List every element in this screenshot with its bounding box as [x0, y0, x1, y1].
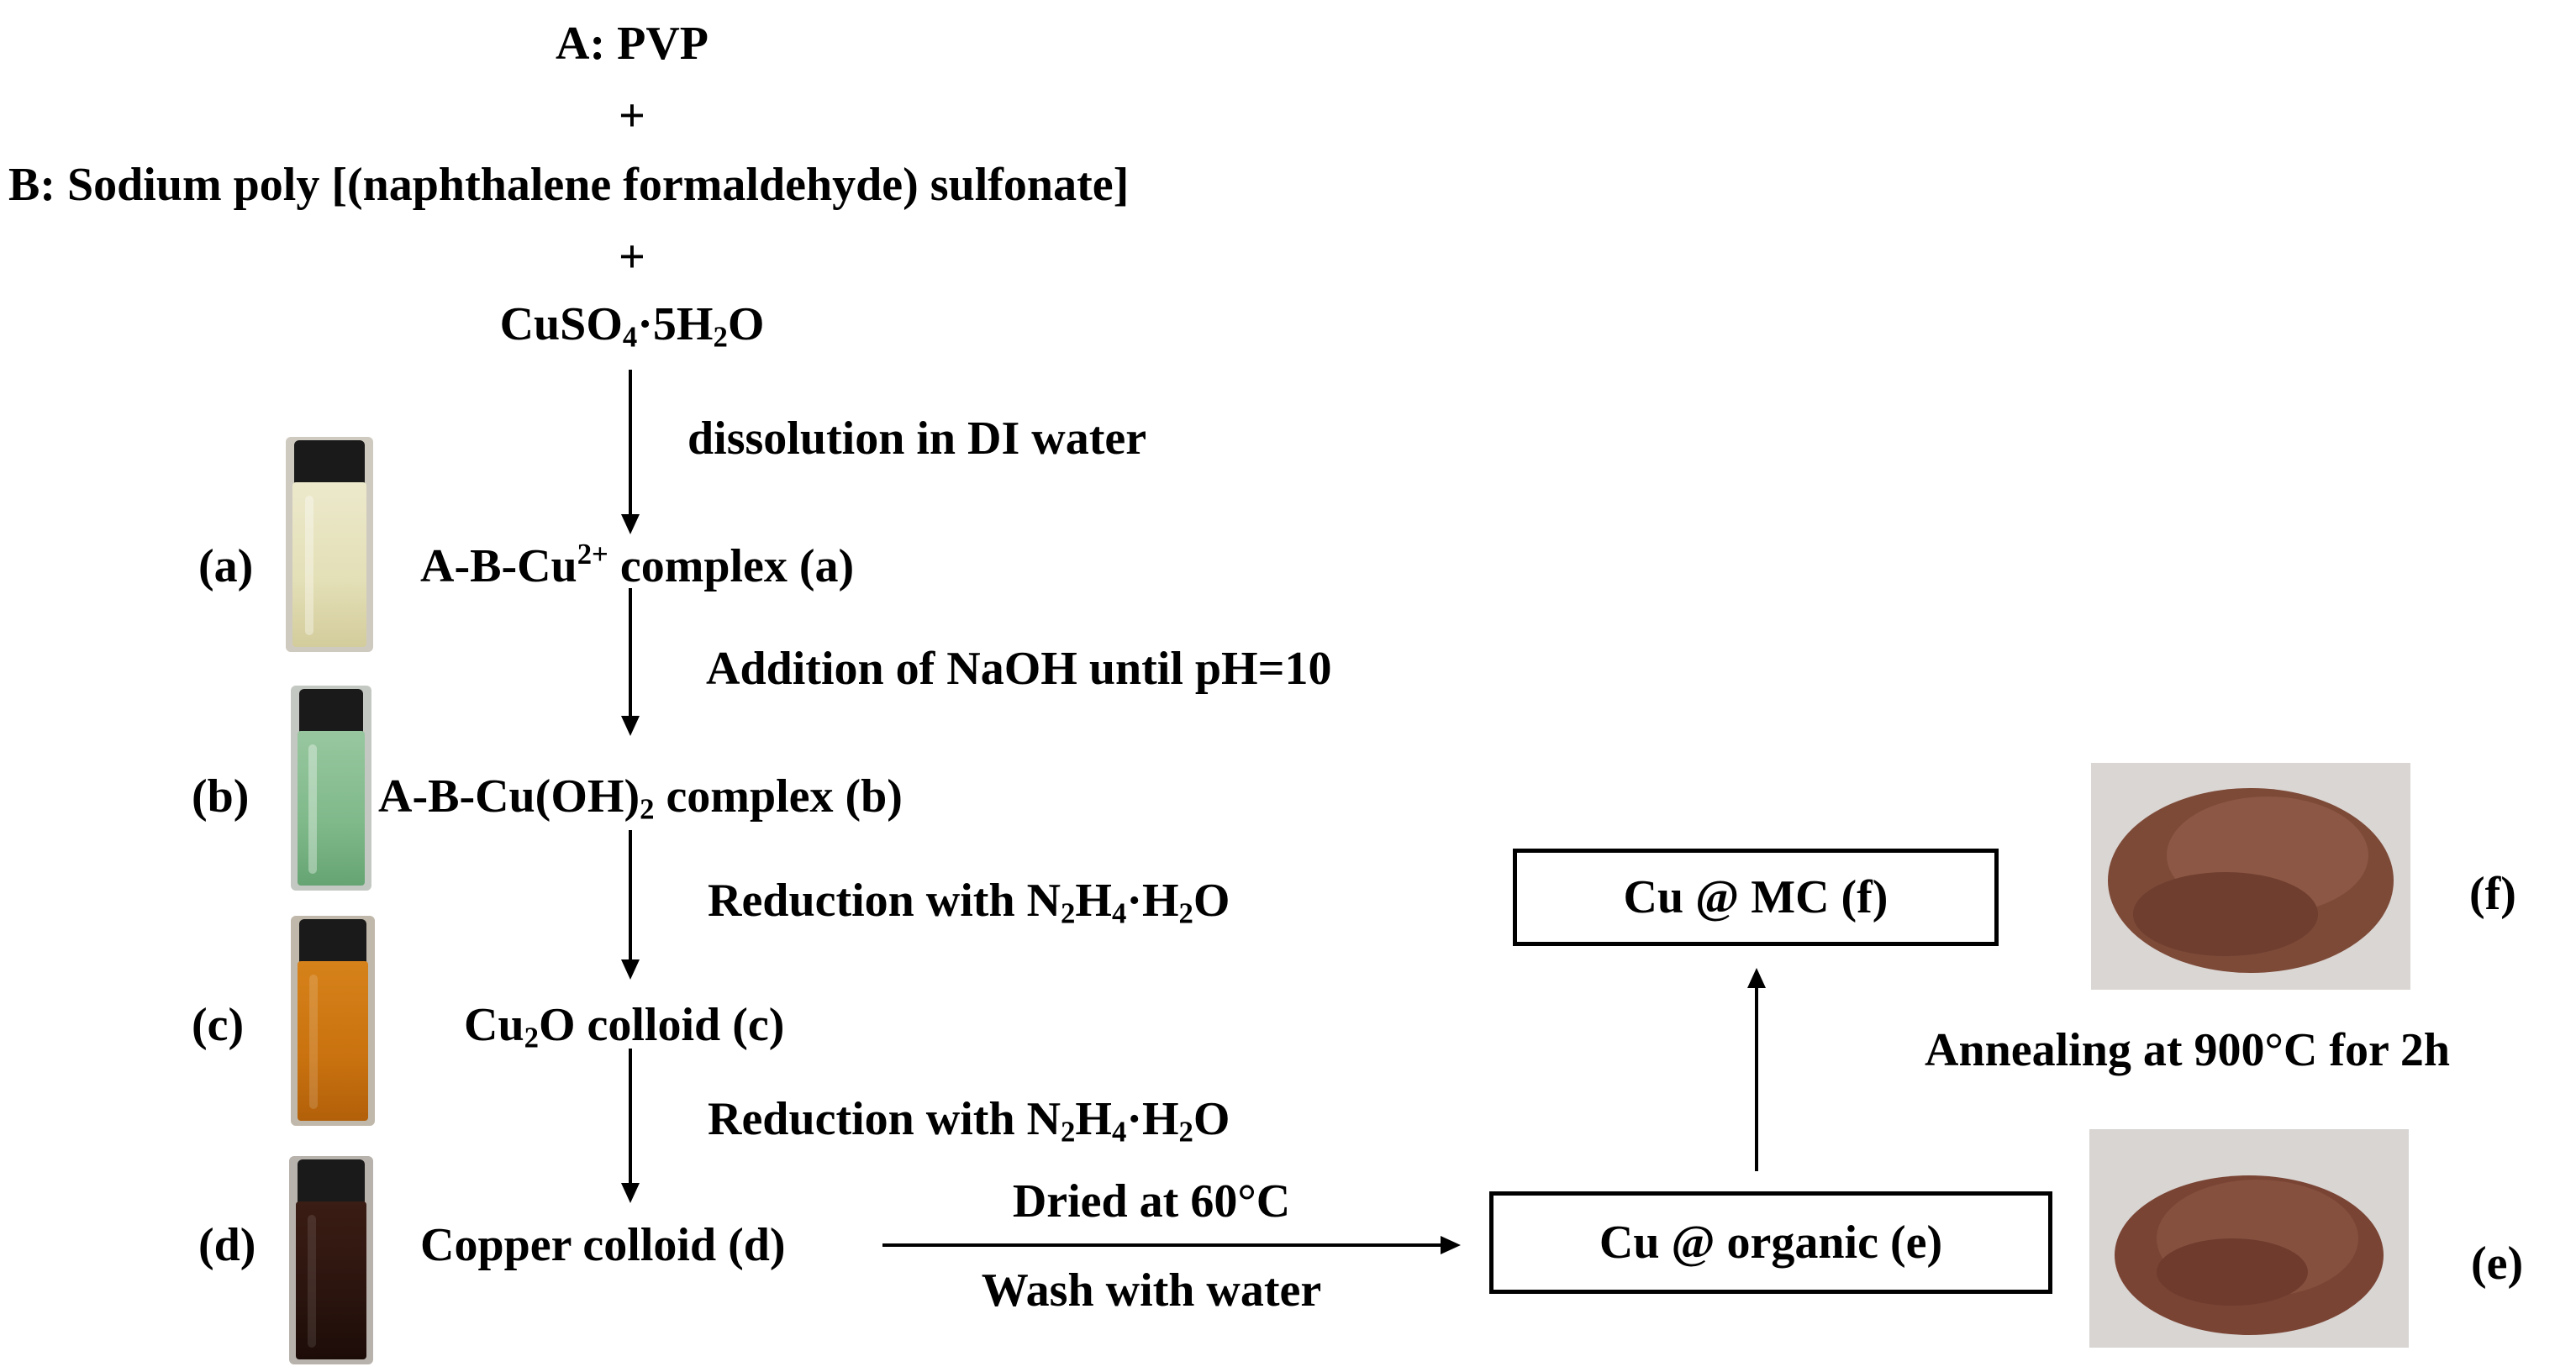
- step-reduction-2: Reduction with N2H4·H2O: [708, 1093, 1230, 1147]
- arrow-dissolution: [621, 370, 640, 534]
- formula-subscript: 2: [640, 792, 655, 826]
- formula-superscript: 2+: [577, 538, 608, 571]
- vial-liquid: [292, 482, 366, 647]
- intermediate-c-colloid: Cu2O colloid (c): [464, 999, 785, 1053]
- powder-pile-e: [2115, 1175, 2384, 1335]
- formula-part: O: [1193, 875, 1230, 927]
- formula-part: O: [1193, 1093, 1230, 1145]
- vial-photo-b: [291, 686, 371, 891]
- formula-part: O colloid (c): [538, 999, 785, 1051]
- formula-part: Cu: [464, 999, 524, 1051]
- formula-part: CuSO: [499, 298, 623, 350]
- step-annealing: Annealing at 900°C for 2h: [1925, 1024, 2450, 1076]
- formula-subscript: 2: [713, 320, 728, 354]
- vial-shine: [304, 496, 314, 635]
- vial-cap: [299, 919, 366, 963]
- formula-part: ·5H: [637, 298, 714, 350]
- arrow-reduction-1: [621, 830, 640, 980]
- vial-cap: [294, 440, 365, 484]
- formula-part: A-B-Cu(OH): [378, 770, 640, 823]
- product-f-label: Cu @ MC (f): [1623, 871, 1889, 923]
- formula-subscript: 2: [1061, 896, 1076, 930]
- formula-subscript: 4: [622, 320, 638, 354]
- powder-photo-f: [2091, 763, 2410, 990]
- vial-liquid: [297, 731, 366, 886]
- formula-subscript: 2: [524, 1021, 539, 1054]
- formula-part: complex (a): [608, 540, 855, 592]
- step-naoh: Addition of NaOH until pH=10: [706, 643, 1332, 695]
- vial-shine: [308, 744, 317, 874]
- arrow-naoh: [621, 588, 640, 736]
- formula-part: ·H: [1126, 1093, 1179, 1145]
- arrow-reduction-2: [621, 1049, 640, 1203]
- plus-sign: +: [619, 231, 645, 283]
- vial-cap: [298, 1159, 365, 1203]
- vial-shine: [309, 975, 318, 1109]
- vial-liquid: [298, 961, 368, 1121]
- arrow-annealing: [1747, 968, 1766, 1171]
- vial-photo-c: [291, 916, 375, 1126]
- step-dissolution: dissolution in DI water: [687, 413, 1147, 465]
- formula-part: Reduction with N: [708, 875, 1061, 927]
- step-reduction-1: Reduction with N2H4·H2O: [708, 875, 1230, 928]
- product-e-box: Cu @ organic (e): [1489, 1191, 2052, 1294]
- formula-part: complex (b): [654, 770, 903, 823]
- formula-subscript: 4: [1111, 1115, 1127, 1149]
- formula-part: H: [1075, 875, 1112, 927]
- formula-subscript: 4: [1111, 896, 1127, 930]
- intermediate-b-complex: A-B-Cu(OH)2 complex (b): [378, 770, 903, 824]
- photo-label-a: (a): [198, 540, 254, 592]
- formula-subscript: 2: [1178, 1115, 1193, 1149]
- reactant-a: A: PVP: [556, 18, 709, 70]
- reactant-copper-sulfate: CuSO4·5H2O: [499, 298, 765, 352]
- photo-label-c: (c): [192, 999, 245, 1051]
- plus-sign: +: [619, 90, 645, 142]
- formula-part: O: [727, 298, 765, 350]
- vial-cap: [298, 689, 364, 733]
- product-e-label: Cu @ organic (e): [1599, 1217, 1943, 1269]
- vial-shine: [308, 1215, 316, 1348]
- vial-photo-a: [286, 437, 373, 652]
- formula-part: A-B-Cu: [420, 540, 577, 592]
- arrow-dry-wash: [882, 1236, 1461, 1254]
- formula-subscript: 2: [1061, 1115, 1076, 1149]
- step-wash: Wash with water: [981, 1264, 1322, 1317]
- formula-subscript: 2: [1178, 896, 1193, 930]
- intermediate-d-colloid: Copper colloid (d): [420, 1219, 786, 1271]
- photo-label-d: (d): [198, 1219, 256, 1271]
- powder-photo-e: [2089, 1129, 2409, 1348]
- formula-part: Reduction with N: [708, 1093, 1061, 1145]
- intermediate-a-complex: A-B-Cu2+ complex (a): [420, 539, 855, 592]
- step-dried: Dried at 60°C: [1012, 1175, 1291, 1227]
- powder-pile-f: [2108, 788, 2394, 973]
- photo-label-f: (f): [2469, 868, 2516, 920]
- reactant-b: B: Sodium poly [(naphthalene formaldehyd…: [8, 159, 1130, 211]
- vial-photo-d: [289, 1156, 373, 1364]
- photo-label-e: (e): [2471, 1238, 2524, 1290]
- product-f-box: Cu @ MC (f): [1513, 849, 1999, 946]
- formula-part: H: [1075, 1093, 1112, 1145]
- photo-label-b: (b): [192, 770, 250, 823]
- vial-liquid: [296, 1201, 366, 1359]
- formula-part: ·H: [1126, 875, 1179, 927]
